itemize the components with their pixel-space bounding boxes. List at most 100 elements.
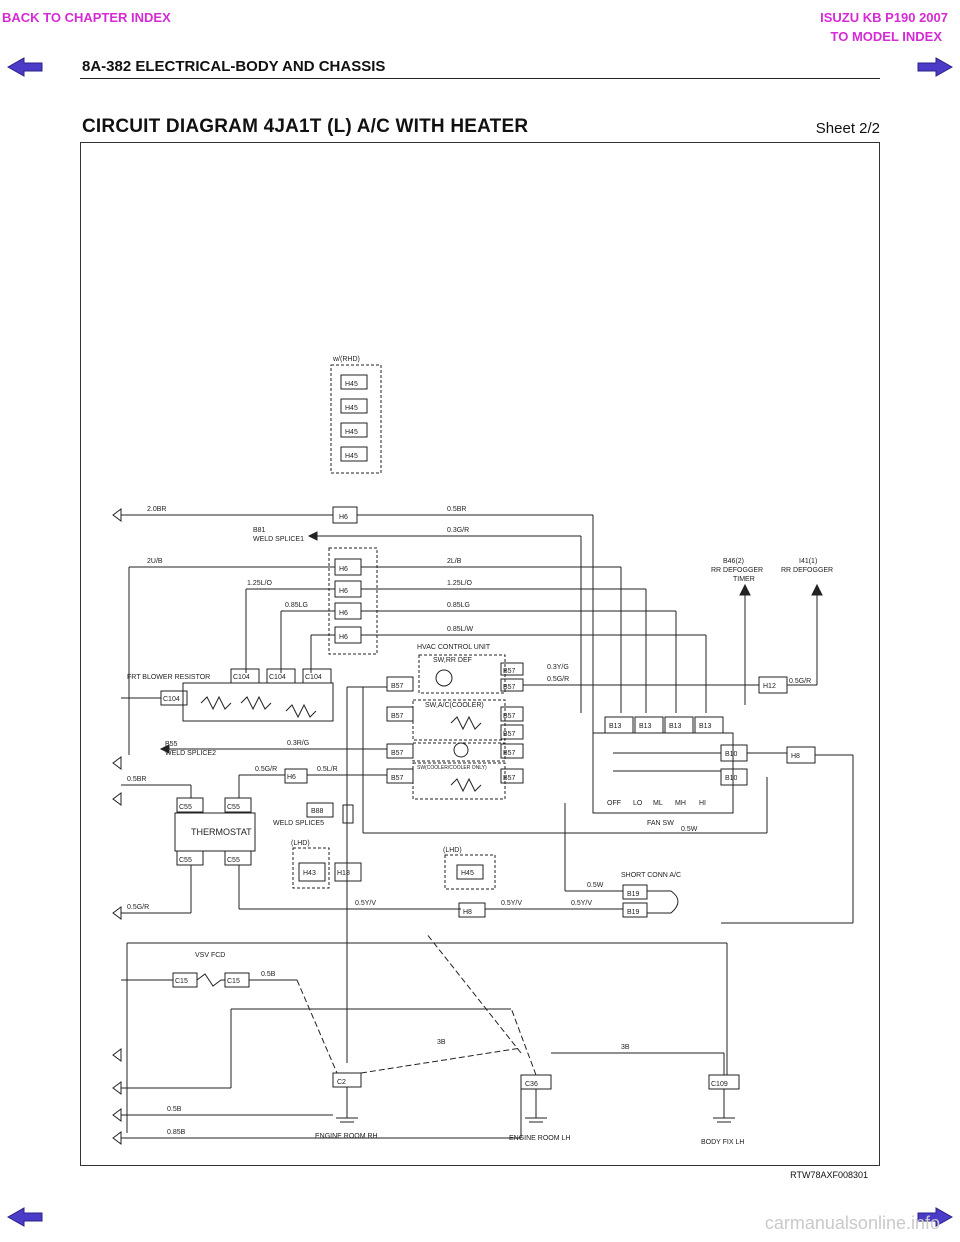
wire-label-1-25lo: 1.25L/O bbox=[247, 580, 272, 587]
wire-label-2-0br: 2.0BR bbox=[147, 506, 166, 513]
c104-label-1: C104 bbox=[233, 674, 250, 681]
weld-splice1-label: WELD SPLICE1 bbox=[253, 536, 304, 543]
short-conn-label: SHORT CONN A/C bbox=[621, 872, 681, 879]
c55-label-1: C55 bbox=[179, 804, 192, 811]
wire-label-0-5yv-end: 0.5Y/V bbox=[571, 900, 592, 907]
engine-room-lh-label: ENGINE ROOM LH bbox=[509, 1135, 570, 1142]
model-title-link[interactable]: ISUZU KB P190 2007 bbox=[820, 10, 948, 25]
c36-label: C36 bbox=[525, 1081, 538, 1088]
b88-label: B88 bbox=[311, 808, 324, 815]
h6-label-3: H6 bbox=[339, 588, 348, 595]
vsv-fcd-label: VSV FCD bbox=[195, 952, 225, 959]
wire-label-0-5w-fan: 0.5W bbox=[681, 826, 698, 833]
h45-label-lhd: H45 bbox=[461, 870, 474, 877]
b13-label-4: B13 bbox=[699, 723, 712, 730]
wire-label-0-85b: 0.85B bbox=[167, 1129, 186, 1136]
wire-label-3b-left: 3B bbox=[437, 1039, 446, 1046]
watermark: carmanualsonline.info bbox=[764, 1213, 940, 1233]
h45-label-4: H45 bbox=[345, 453, 358, 460]
wire-label-0-3gr: 0.3G/R bbox=[447, 527, 469, 534]
page-header-title: 8A-382 ELECTRICAL-BODY AND CHASSIS bbox=[82, 58, 386, 75]
h6-label-5: H6 bbox=[339, 634, 348, 641]
b13-label-1: B13 bbox=[609, 723, 622, 730]
weld-splice2-label: WELD SPLICE2 bbox=[165, 750, 216, 757]
b57-label-7: B57 bbox=[391, 750, 404, 757]
b57-label-2: B57 bbox=[503, 668, 516, 675]
fan-off-label: OFF bbox=[607, 800, 621, 807]
prev-page-arrow-icon[interactable] bbox=[6, 56, 44, 78]
fan-sw-label: FAN SW bbox=[647, 820, 674, 827]
b57-label-3: B57 bbox=[503, 684, 516, 691]
wire-label-0-5b-bottom: 0.5B bbox=[167, 1106, 182, 1113]
b19-label-2: B19 bbox=[627, 909, 640, 916]
h8-label: H8 bbox=[791, 753, 800, 760]
wire-label-0-5br-left: 0.5BR bbox=[127, 776, 146, 783]
wire-label-3b-right: 3B bbox=[621, 1044, 630, 1051]
b13-label-2: B13 bbox=[639, 723, 652, 730]
c55-label-2: C55 bbox=[227, 804, 240, 811]
c55-label-3: C55 bbox=[179, 857, 192, 864]
back-to-chapter-link[interactable]: BACK TO CHAPTER INDEX bbox=[2, 10, 171, 25]
b57-label-5: B57 bbox=[503, 713, 516, 720]
sheet-label: Sheet 2/2 bbox=[815, 120, 880, 137]
next-page-arrow-icon[interactable] bbox=[916, 56, 954, 78]
b46-label: B46(2) bbox=[723, 558, 744, 565]
i41-label: I41(1) bbox=[799, 558, 817, 565]
body-fix-lh-label: BODY FIX LH bbox=[701, 1139, 744, 1146]
wire-label-0-5b: 0.5B bbox=[261, 971, 276, 978]
hvac-label: HVAC CONTROL UNIT bbox=[417, 644, 491, 651]
header-divider bbox=[80, 78, 880, 79]
wire-label-0-3yg: 0.3Y/G bbox=[547, 664, 569, 671]
b57-label-10: B57 bbox=[503, 775, 516, 782]
figure-code: RTW78AXF008301 bbox=[790, 1170, 868, 1180]
b57-label-9: B57 bbox=[391, 775, 404, 782]
c104-label-2: C104 bbox=[269, 674, 286, 681]
frt-blower-resistor-label: FRT BLOWER RESISTOR bbox=[127, 674, 210, 681]
h8-label-bottom: H8 bbox=[463, 909, 472, 916]
wire-label-0-3rg: 0.3R/G bbox=[287, 740, 309, 747]
b55-label: B55 bbox=[165, 741, 178, 748]
rhd-connector-group bbox=[330, 364, 382, 474]
c104-label-4: C104 bbox=[163, 696, 180, 703]
h6-label-4: H6 bbox=[339, 610, 348, 617]
b57-label-4: B57 bbox=[391, 713, 404, 720]
h18-label: H18 bbox=[337, 870, 350, 877]
b81-label: B81 bbox=[253, 527, 266, 534]
model-index-link[interactable]: TO MODEL INDEX bbox=[830, 29, 942, 44]
fan-lo-label: LO bbox=[633, 800, 643, 807]
lhd-label-1: (LHD) bbox=[291, 840, 310, 847]
h6-label-therm: H6 bbox=[287, 774, 296, 781]
wire-label-0-85lw: 0.85L/W bbox=[447, 626, 473, 633]
fan-hi-label: HI bbox=[699, 800, 706, 807]
wire-label-1-25lo-right: 1.25L/O bbox=[447, 580, 472, 587]
wire-label-0-5gr: 0.5G/R bbox=[547, 676, 569, 683]
b13-label-3: B13 bbox=[669, 723, 682, 730]
c15-label-1: C15 bbox=[175, 978, 188, 985]
c2-label: C2 bbox=[337, 1079, 346, 1086]
h45-label-2: H45 bbox=[345, 405, 358, 412]
h45-label-1: H45 bbox=[345, 381, 358, 388]
c15-label-2: C15 bbox=[227, 978, 240, 985]
prev-page-bottom-arrow-icon[interactable] bbox=[6, 1206, 44, 1228]
h12-label: H12 bbox=[763, 683, 776, 690]
wire-label-0-5lr: 0.5L/R bbox=[317, 766, 338, 773]
wire-label-0-5yv: 0.5Y/V bbox=[355, 900, 376, 907]
rr-defogger-timer-label-2: TIMER bbox=[733, 576, 755, 583]
rr-defogger-label: RR DEFOGGER bbox=[781, 567, 833, 574]
b57-label-1: B57 bbox=[391, 683, 404, 690]
wire-label-0-5br: 0.5BR bbox=[447, 506, 466, 513]
c109-label: C109 bbox=[711, 1081, 728, 1088]
circuit-diagram: w/(RHD) H45 H45 H45 H45 2.0BR H6 0.5BR B… bbox=[80, 142, 880, 1166]
wire-label-0-5gr-thermo: 0.5G/R bbox=[255, 766, 277, 773]
fan-mh-label: MH bbox=[675, 800, 686, 807]
sw-ac-label: SW,A/C(COOLER) bbox=[425, 702, 484, 709]
wire-label-0-5gr-bottom: 0.5G/R bbox=[127, 904, 149, 911]
next-page-bottom-arrow-icon[interactable] bbox=[916, 1206, 954, 1228]
thermostat-label: THERMOSTAT bbox=[191, 827, 252, 837]
b19-label-1: B19 bbox=[627, 891, 640, 898]
diagram-title: CIRCUIT DIAGRAM 4JA1T (L) A/C WITH HEATE… bbox=[82, 116, 529, 137]
wire-label-0-5gr-h12: 0.5G/R bbox=[789, 678, 811, 685]
h45-label-3: H45 bbox=[345, 429, 358, 436]
wire-label-0-85lg-right: 0.85LG bbox=[447, 602, 470, 609]
fan-ml-label: ML bbox=[653, 800, 663, 807]
